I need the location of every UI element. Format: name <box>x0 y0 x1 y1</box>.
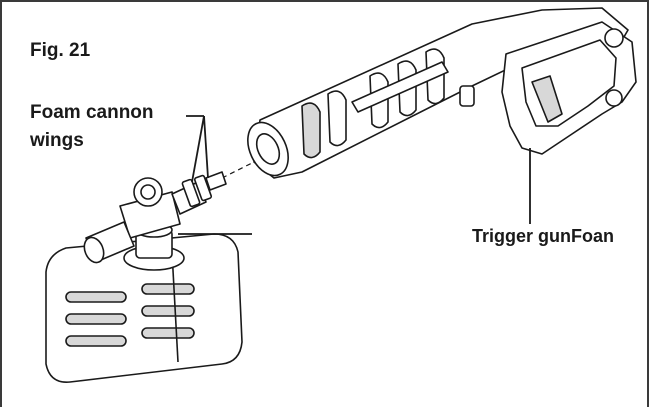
cannon-nozzle-end <box>81 235 107 266</box>
wings-leader-to-wing-2 <box>204 116 208 178</box>
bottle-rib <box>142 306 194 316</box>
bottle-side-edge <box>172 252 178 362</box>
figure-title: Fig. 21 <box>30 40 91 61</box>
bottle-rib <box>66 314 126 324</box>
cannon-wing <box>182 179 200 207</box>
cannon-quick-connect <box>206 172 226 190</box>
gun-trigger <box>532 76 562 122</box>
alignment-line <box>214 162 254 182</box>
foam-cannon-drawing <box>46 172 242 382</box>
cannon-top-knob-inner <box>141 185 155 199</box>
gun-stub <box>460 86 474 106</box>
gun-label-plate <box>352 62 448 112</box>
gun-knob <box>605 29 623 47</box>
grip-slot-1 <box>302 103 320 157</box>
grip-slot-2 <box>328 91 346 145</box>
leader-lines <box>178 116 530 234</box>
bottle-rib <box>142 328 194 338</box>
gun-rear-knob <box>606 90 622 106</box>
wings-leader-to-wing-1 <box>192 116 204 182</box>
gun-nozzle-inner <box>252 130 284 167</box>
callout-foam-cannon-wings-line2: wings <box>30 130 84 151</box>
bottle-rib <box>66 336 126 346</box>
cannon-wing <box>194 175 212 201</box>
bottle-rib <box>66 292 126 302</box>
bottle-rib <box>142 284 194 294</box>
trigger-gun-drawing <box>240 8 636 182</box>
callout-foam-cannon-wings-line1: Foam cannon <box>30 102 154 123</box>
callout-trigger-gun: Trigger gunFoan <box>472 226 614 246</box>
